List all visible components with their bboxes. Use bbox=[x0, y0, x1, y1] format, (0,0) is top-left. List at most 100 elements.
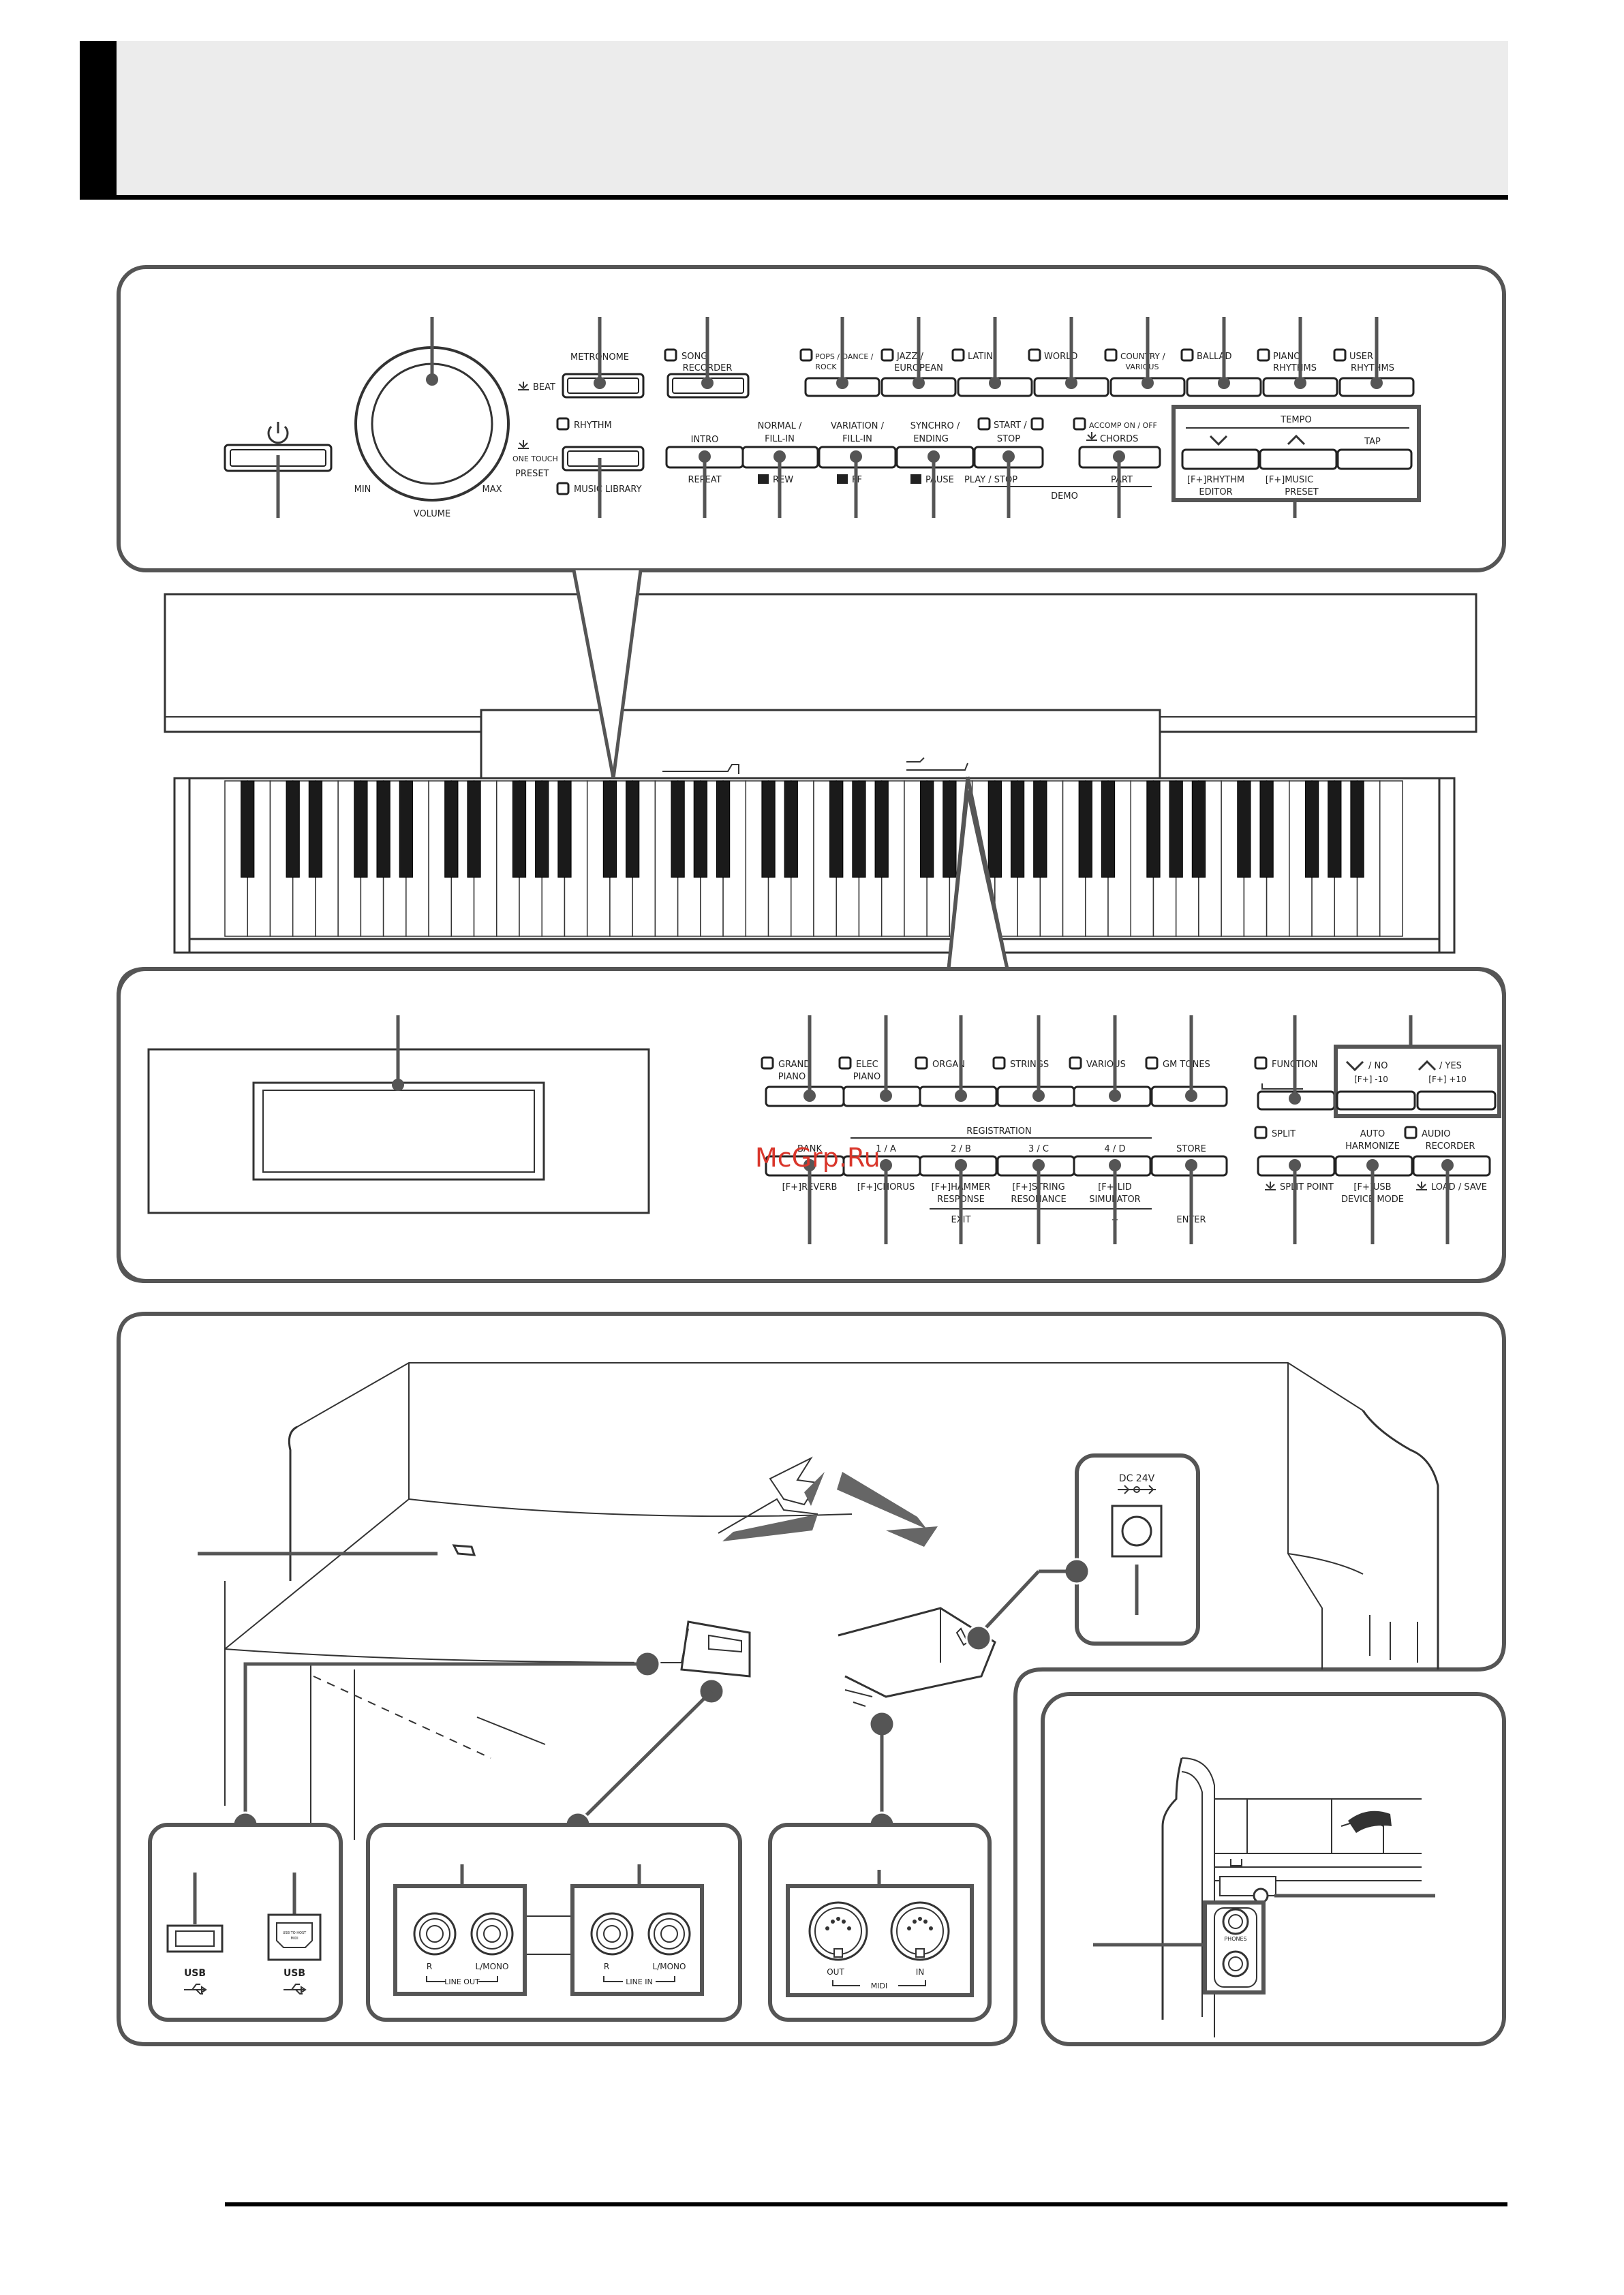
registration-button-label: STORE bbox=[1176, 1144, 1206, 1154]
black-key bbox=[1304, 780, 1319, 878]
phones-jack-1[interactable] bbox=[1222, 1908, 1249, 1935]
line-in-l-label: L/MONO bbox=[653, 1962, 686, 1971]
line-out-l-label: L/MONO bbox=[476, 1962, 509, 1971]
rhythm-editor-label-1: [F+]RHYTHM bbox=[1187, 475, 1244, 485]
audio-recorder-label-2: RECORDER bbox=[1426, 1141, 1475, 1152]
registration-button-label: 3 / C bbox=[1028, 1144, 1049, 1154]
midi-in-label: IN bbox=[916, 1967, 925, 1977]
volume-max-label: MAX bbox=[482, 484, 502, 495]
rhythm-group-label-2: ROCK bbox=[815, 363, 837, 371]
accomp-label-bottom: PLAY / STOP bbox=[964, 475, 1017, 485]
start-stop-indicator-2 bbox=[1030, 417, 1044, 431]
black-key bbox=[1033, 780, 1047, 878]
black-key bbox=[376, 780, 390, 878]
line-out-r-label: R bbox=[427, 1962, 432, 1971]
accomp-label-top2: FILL-IN bbox=[842, 434, 872, 444]
music-library-indicator bbox=[556, 482, 570, 495]
piano-keys bbox=[224, 780, 1403, 937]
registration-button-label: 1 / A bbox=[876, 1144, 896, 1154]
rhythm-group-indicator bbox=[880, 348, 894, 362]
black-key bbox=[626, 780, 640, 878]
black-key bbox=[716, 780, 731, 878]
rhythm-group-label-1: USER bbox=[1349, 352, 1373, 362]
phones-jack-2[interactable] bbox=[1222, 1950, 1249, 1977]
top-control-panel: MIN MAX VOLUME METRONOME BEAT RHYTHM ONE… bbox=[117, 265, 1506, 572]
tone-label-1: GRAND bbox=[778, 1060, 810, 1070]
tone-indicator bbox=[915, 1056, 928, 1070]
midi-out-port[interactable] bbox=[808, 1901, 868, 1961]
rhythm-indicator bbox=[556, 417, 570, 431]
black-key bbox=[512, 780, 527, 878]
black-key bbox=[693, 780, 707, 878]
tone-label-1: ORGAN bbox=[932, 1060, 965, 1070]
no-button[interactable] bbox=[1336, 1090, 1416, 1111]
tone-indicator bbox=[761, 1056, 774, 1070]
line-in-l-jack[interactable] bbox=[647, 1912, 691, 1956]
rhythm-group-label-1: JAZZ / bbox=[896, 352, 923, 362]
tap-label: TAP bbox=[1364, 437, 1381, 447]
black-key bbox=[1328, 780, 1342, 878]
tone-indicator bbox=[1145, 1056, 1159, 1070]
rhythm-group-label-1: BALLAD bbox=[1197, 352, 1232, 362]
accomp-label-top: INTRO bbox=[691, 435, 719, 445]
auto-harmonize-label-1: AUTO bbox=[1360, 1129, 1385, 1139]
split-indicator bbox=[1254, 1126, 1268, 1139]
volume-min-label: MIN bbox=[354, 484, 371, 495]
accomp-label-top1: NORMAL / bbox=[758, 421, 802, 431]
connectors-panel: DC 24V USB bbox=[117, 1312, 1506, 2046]
midi-in-port[interactable] bbox=[890, 1901, 950, 1961]
usb-inset: USB USB TO HOST MIDI USB bbox=[148, 1823, 343, 2022]
chevron-down-icon bbox=[1209, 435, 1228, 446]
black-key bbox=[943, 780, 957, 878]
load-save-label: LOAD / SAVE bbox=[1431, 1182, 1487, 1192]
registration-title: REGISTRATION bbox=[966, 1126, 1031, 1137]
tap-button[interactable] bbox=[1336, 448, 1413, 470]
rhythm-group-indicator bbox=[1180, 348, 1194, 362]
rhythm-button[interactable] bbox=[562, 446, 645, 472]
line-out-l-jack[interactable] bbox=[470, 1912, 514, 1956]
yes-button[interactable] bbox=[1416, 1090, 1497, 1111]
volume-knob[interactable] bbox=[354, 346, 510, 502]
black-key bbox=[286, 780, 300, 878]
rhythm-group-indicator bbox=[799, 348, 813, 362]
black-key bbox=[354, 780, 368, 878]
rhythm-group-label-2: VARIOUS bbox=[1126, 363, 1159, 371]
accomp-callouts bbox=[699, 450, 1125, 518]
rhythm-group-label-1: LATIN bbox=[968, 352, 993, 362]
rhythm-group-label-1: WORLD bbox=[1044, 352, 1077, 362]
line-out-r-jack[interactable] bbox=[413, 1912, 457, 1956]
line-in-r-jack[interactable] bbox=[590, 1912, 634, 1956]
footer-rule bbox=[225, 2202, 1507, 2206]
tempo-down-button[interactable] bbox=[1181, 448, 1260, 470]
black-key bbox=[1010, 780, 1025, 878]
audio-recorder-label-1: AUDIO bbox=[1422, 1129, 1451, 1139]
split-label: SPLIT bbox=[1272, 1129, 1296, 1139]
beat-label: BEAT bbox=[533, 382, 555, 392]
usb-b-port-text-2: MIDI bbox=[290, 1937, 298, 1941]
usb-b-icon bbox=[284, 1984, 307, 1994]
download-icon-4 bbox=[1265, 1182, 1276, 1190]
tempo-up-button[interactable] bbox=[1259, 448, 1338, 470]
pause-icon bbox=[910, 474, 921, 484]
split-callouts bbox=[1289, 1159, 1454, 1244]
black-key bbox=[761, 780, 776, 878]
rewind-icon bbox=[758, 474, 769, 484]
rhythm-label: RHYTHM bbox=[574, 420, 612, 431]
usb-b-port-text-1: USB TO HOST bbox=[283, 1931, 307, 1935]
accomp-label-top2: STOP bbox=[997, 434, 1020, 444]
phones-inset: PHONES bbox=[1041, 1692, 1506, 2046]
black-key bbox=[1169, 780, 1183, 878]
usb-b-label: USB bbox=[284, 1968, 305, 1979]
no-yes-group: / NO [F+] -10 / YES [F+] +10 bbox=[1334, 1045, 1501, 1118]
tone-label-1: STRINGS bbox=[1010, 1060, 1049, 1070]
fast-forward-icon bbox=[837, 474, 848, 484]
black-key bbox=[399, 780, 413, 878]
registration-button-label: 2 / B bbox=[951, 1144, 971, 1154]
accomp-label-top2: CHORDS bbox=[1100, 434, 1138, 444]
demo-label: DEMO bbox=[1051, 491, 1078, 502]
accomp-label-bottom: PART bbox=[1111, 475, 1133, 485]
registration-button-label: 4 / D bbox=[1105, 1144, 1126, 1154]
dc-inset: DC 24V bbox=[1075, 1453, 1200, 1646]
line-inset: R L/MONO LINE OUT R L/MONO LINE IN bbox=[366, 1823, 742, 2022]
music-preset-label-1: [F+]MUSIC bbox=[1266, 475, 1313, 485]
